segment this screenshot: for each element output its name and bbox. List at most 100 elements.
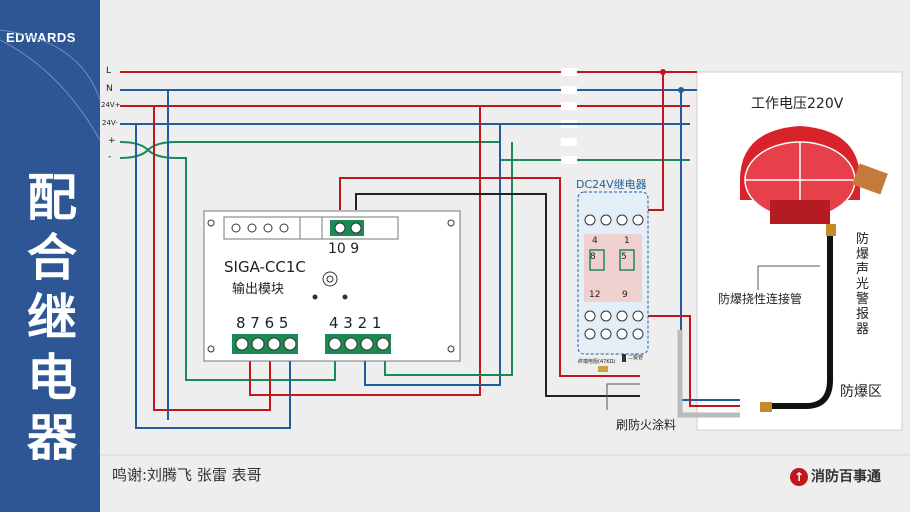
screw-terminal	[283, 337, 297, 351]
label-L: L	[106, 66, 112, 76]
relay-screw	[632, 214, 644, 226]
device-name: 防爆声光警报器	[856, 232, 870, 337]
wire-relay-L	[647, 72, 664, 211]
wire-relay-out	[647, 315, 740, 407]
relay-screw	[600, 214, 612, 226]
diode-label: 二极管	[628, 355, 644, 361]
module-led	[247, 223, 257, 233]
wire-term9	[355, 193, 640, 397]
relay-pin: 8	[590, 252, 596, 262]
module-name: SIGA-CC1C	[224, 258, 306, 276]
module-dot	[312, 294, 318, 300]
terminal-label-top: 10 9	[328, 241, 360, 257]
footer-logo: ↑消防百事通	[790, 466, 881, 486]
voltage-label: 工作电压220V	[751, 96, 844, 112]
module-led	[279, 223, 289, 233]
line-break	[561, 102, 577, 110]
title-char: 器	[27, 409, 77, 467]
mount-bracket	[852, 163, 888, 195]
module-block	[299, 216, 323, 240]
relay-contact	[619, 249, 635, 271]
label-minus: -	[108, 152, 112, 162]
title-char: 合	[27, 229, 77, 287]
terminal-block-left	[232, 334, 298, 354]
screw-terminal	[267, 337, 281, 351]
label-24v-plus: 24V+	[101, 101, 121, 109]
resistor	[598, 366, 608, 372]
relay-screw	[584, 310, 596, 322]
junction-dot	[660, 69, 666, 75]
screw-terminal	[328, 337, 342, 351]
mount-hole	[447, 219, 455, 227]
terminal-block-right	[325, 334, 391, 354]
edwards-logo: EDWARDS	[6, 30, 76, 45]
label-N: N	[106, 84, 113, 94]
relay-screw	[584, 328, 596, 340]
sidebar-panel	[0, 0, 100, 512]
module-subtitle: 输出模块	[232, 282, 285, 297]
relay-screw	[616, 328, 628, 340]
relay-pin: 4	[592, 236, 598, 246]
title-char: 电	[27, 349, 77, 407]
relay-screw	[616, 310, 628, 322]
relay-screw	[584, 214, 596, 226]
coated-pipe	[677, 330, 740, 418]
screw-terminal	[350, 222, 362, 234]
page-title: 配 合 继 电 器	[22, 168, 82, 468]
line-break	[561, 138, 577, 146]
wire-module-to-24v	[249, 106, 481, 396]
relay-coil-area	[584, 234, 642, 302]
line-break	[561, 156, 577, 164]
conduit-fitting	[760, 402, 772, 412]
alarm-base	[770, 200, 830, 224]
module-switch	[326, 275, 334, 283]
line-break	[561, 86, 577, 94]
loop-plus-wire	[119, 141, 336, 381]
screw-terminal	[235, 337, 249, 351]
screw-terminal	[376, 337, 390, 351]
wire-module-minus	[364, 123, 690, 386]
coating-label: 刷防火涂料	[616, 418, 677, 432]
module-led	[231, 223, 241, 233]
mount-hole	[447, 345, 455, 353]
relay-screw	[632, 310, 644, 322]
conduit-fitting	[826, 224, 836, 236]
diode	[622, 354, 626, 362]
wire-module-green	[384, 142, 513, 376]
terminal-label-right: 4 3 2 1	[329, 314, 382, 332]
relay-pin: 1	[624, 236, 630, 246]
title-char: 配	[27, 169, 77, 227]
relay-pin: 12	[589, 290, 601, 300]
resistor-label: 终端电阻(47KΩ)	[578, 359, 616, 365]
decor-arc	[0, 29, 101, 101]
wire-24v-minus-drop	[135, 124, 291, 429]
conduit-label: 防爆挠性连接管	[718, 292, 803, 306]
credits: 鸣谢:刘腾飞 张雷 表哥	[112, 466, 262, 484]
relay-screw	[600, 328, 612, 340]
loop-minus-wire	[119, 141, 690, 161]
wire-term10	[339, 177, 640, 377]
screw-terminal	[344, 337, 358, 351]
relay-title: DC24V继电器	[576, 178, 647, 191]
device-panel	[696, 71, 903, 431]
brand-icon: ↑	[790, 468, 808, 486]
callout-line	[606, 383, 640, 410]
zone-label: 防爆区	[840, 384, 882, 400]
title-char: 继	[27, 289, 77, 347]
footer-text: 消防百事通	[811, 469, 881, 485]
wire-24v-plus-drop	[153, 106, 271, 411]
relay-screw	[616, 214, 628, 226]
terminal-label-left: 8 7 6 5	[236, 314, 289, 332]
label-24v-minus: 24V-	[102, 119, 118, 127]
screw-terminal	[360, 337, 374, 351]
relay-pin: 5	[621, 252, 627, 262]
screw-terminal	[251, 337, 265, 351]
relay-screw	[632, 328, 644, 340]
module-led	[263, 223, 273, 233]
flex-conduit	[770, 230, 833, 409]
label-plus: +	[108, 136, 116, 146]
module-dot	[342, 294, 348, 300]
line-break	[561, 68, 577, 76]
relay-pin: 9	[622, 290, 628, 300]
